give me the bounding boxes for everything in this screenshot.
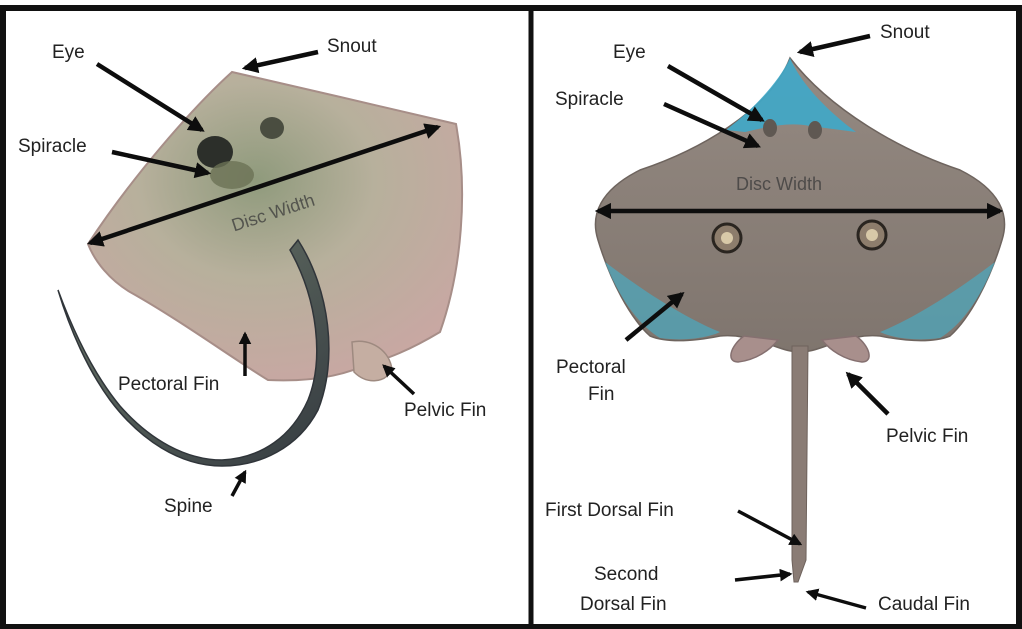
skate-eye-left	[763, 119, 777, 137]
skate-snout-label: Snout	[880, 22, 930, 43]
stingray-pelvic-fin-label: Pelvic Fin	[404, 400, 486, 421]
stingray-spiracle-label: Spiracle	[18, 136, 87, 157]
skate-eye-right	[808, 121, 822, 139]
skate-spiracle-label: Spiracle	[555, 89, 624, 110]
skate-eye-label: Eye	[613, 42, 646, 63]
stingray-pectoral-fin-label: Pectoral Fin	[118, 374, 219, 395]
stingray-snout-label: Snout	[327, 36, 377, 57]
skate-pectoral-fin-label-line2: Fin	[588, 384, 614, 405]
skate-caudal-fin-label: Caudal Fin	[878, 594, 970, 615]
stingray-eye-right	[260, 117, 284, 139]
skate-tail-illustration	[792, 346, 808, 582]
skate-pectoral-fin-label-line1: Pectoral	[556, 357, 626, 378]
skate-second-dorsal-fin-label-line2: Dorsal Fin	[580, 594, 667, 615]
skate-second-dorsal-fin-label-line1: Second	[594, 564, 658, 585]
stingray-eye-label: Eye	[52, 42, 85, 63]
skate-disc-width-label: Disc Width	[736, 174, 822, 194]
skate-first-dorsal-fin-label: First Dorsal Fin	[545, 500, 674, 521]
stingray-spine-label: Spine	[164, 496, 213, 517]
skate-pelvic-fin-label: Pelvic Fin	[886, 426, 968, 447]
